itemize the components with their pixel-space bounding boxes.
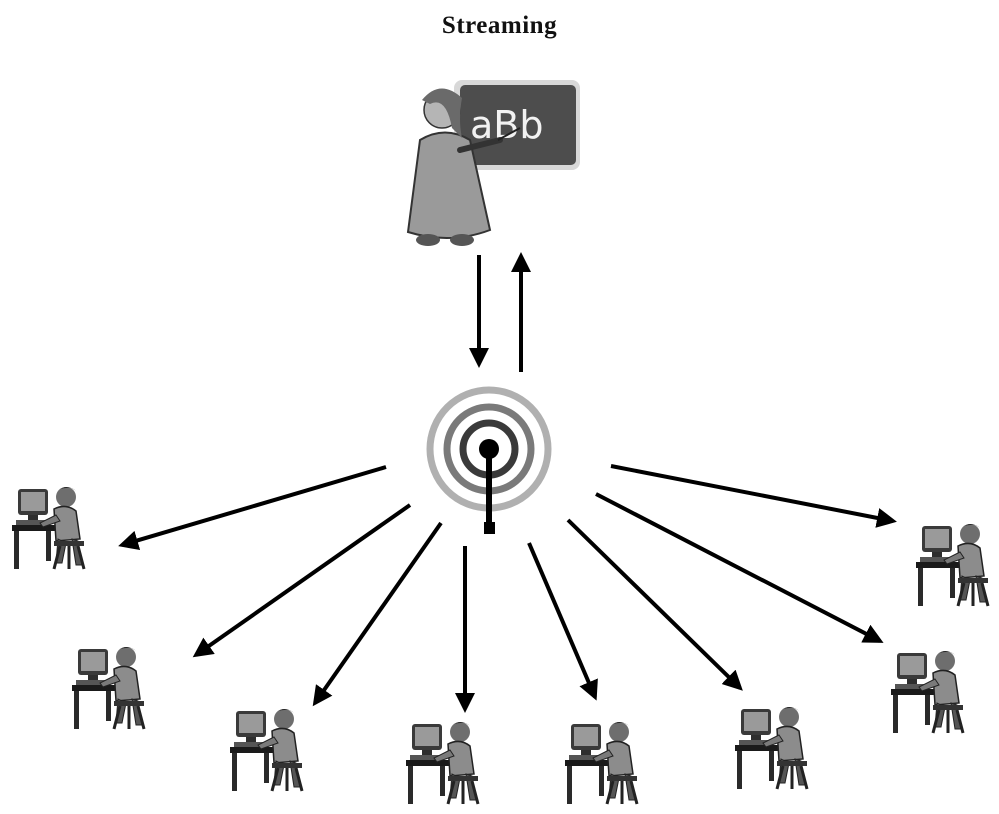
broadcast-arrows [118,464,897,713]
arrow-to-client-7 [595,492,884,643]
diagram-title: Streaming [441,12,558,39]
arrow-to-client-1 [118,465,387,551]
arrow-to-client-5 [527,542,598,701]
broadcast-antenna-icon [426,386,552,534]
user-at-computer-icon [733,705,809,791]
user-at-computer-icon [889,649,965,735]
teacher-at-chalkboard-icon: aBb [406,80,580,246]
user-at-computer-icon [563,720,639,806]
arrow-to-client-8 [610,464,897,528]
arrow-to-client-6 [566,518,743,691]
user-at-computer-icon [70,645,146,731]
arrow-to-client-3 [312,521,443,707]
board-text: aBb [470,103,543,147]
user-at-computer-icon [914,522,990,608]
arrow-to-client-2 [192,503,412,658]
user-at-computer-icon [228,707,304,793]
user-at-computer-icon [10,485,86,571]
user-at-computer-icon [404,720,480,806]
teacher-hub-arrows [469,252,531,372]
